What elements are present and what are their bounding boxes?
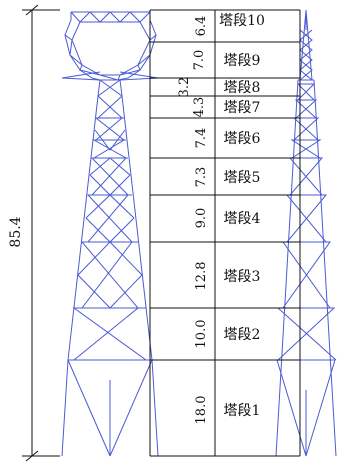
segment-height-label: 10.0 — [194, 320, 209, 349]
right-tower-elevation — [275, 9, 337, 457]
segment-name-label: 塔段7 — [224, 100, 261, 116]
segment-height-label: 3.2 — [177, 77, 192, 98]
segment-height-label: 6.4 — [194, 16, 209, 37]
segment-name-label: 塔段8 — [224, 80, 261, 96]
total-height-label: 85.4 — [8, 216, 24, 247]
segment-name-label: 塔段9 — [224, 53, 261, 69]
segment-name-label: 塔段5 — [224, 170, 261, 186]
segment-name-label: 塔段10 — [219, 13, 265, 29]
segment-name-label: 塔段2 — [224, 327, 261, 343]
segment-height-label: 7.4 — [194, 128, 209, 149]
segment-name-label: 塔段6 — [224, 131, 261, 147]
segment-height-label: 7.0 — [192, 50, 207, 71]
segment-annotations: 塔段10 6.4 塔段9 7.0 塔段8 3.2 塔段7 4.3 塔段6 7.4 塔段5 7.3 塔段4… — [149, 9, 301, 457]
total-height-dimension: 85.4 — [8, 4, 60, 462]
segment-name-label: 塔段4 — [224, 211, 261, 227]
segment-height-label: 18.0 — [194, 396, 209, 425]
left-tower-elevation — [61, 11, 159, 457]
segment-name-label: 塔段3 — [224, 269, 261, 285]
segment-name-label: 塔段1 — [224, 403, 261, 419]
segment-height-label: 7.3 — [194, 167, 209, 188]
segment-height-label: 4.3 — [192, 97, 207, 118]
segment-height-label: 12.8 — [194, 262, 209, 291]
segment-height-label: 9.0 — [194, 208, 209, 229]
